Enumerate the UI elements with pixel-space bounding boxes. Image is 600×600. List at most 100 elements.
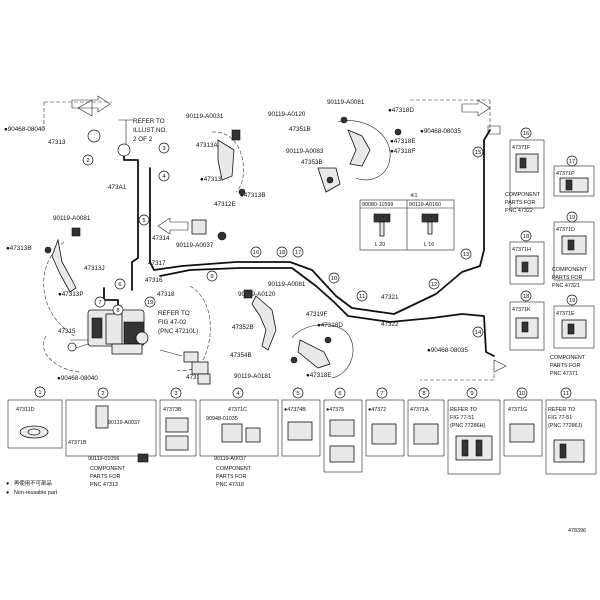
label-90119-A0081-a: 90119-A0081 bbox=[53, 215, 91, 222]
svg-text:10: 10 bbox=[331, 276, 337, 282]
svg-text:PARTS FOR: PARTS FOR bbox=[216, 474, 246, 480]
label-90119-A0081-b: 90119-A0081 bbox=[327, 99, 365, 106]
svg-text:PNC 47313: PNC 47313 bbox=[90, 482, 118, 488]
footer-code: 478396 bbox=[568, 528, 586, 534]
svg-text:19: 19 bbox=[569, 215, 575, 221]
svg-text:18: 18 bbox=[279, 250, 285, 256]
detail-47371P: 17 47371P bbox=[553, 155, 595, 197]
svg-text:PARTS FOR: PARTS FOR bbox=[552, 275, 582, 281]
svg-text:4: 4 bbox=[236, 391, 240, 397]
brake-pipe-routing bbox=[87, 119, 495, 357]
svg-text:90948-01035: 90948-01035 bbox=[206, 416, 238, 422]
callout-10: 10 bbox=[328, 272, 340, 284]
svg-text:90119-A0037: 90119-A0037 bbox=[108, 420, 140, 426]
callout-17: 17 bbox=[292, 246, 304, 258]
svg-text:5: 5 bbox=[296, 391, 299, 397]
refer-fig4702-line2: FIG 47-02 bbox=[158, 319, 187, 326]
svg-text:10: 10 bbox=[519, 391, 525, 397]
svg-text:5: 5 bbox=[142, 218, 145, 224]
legend-symbol-en: ● bbox=[6, 490, 9, 496]
label-47315: 47315 bbox=[58, 328, 76, 335]
label-47312E: 47312E bbox=[214, 201, 236, 208]
screw-spec-table: ※1 90080-11599 90119-A0160 L 20 L 16 bbox=[359, 193, 455, 251]
svg-text:COMPONENT: COMPONENT bbox=[90, 466, 126, 472]
label-90119-A0083: 90119-A0083 bbox=[286, 148, 324, 155]
label-90119-A0031: 90119-A0031 bbox=[186, 113, 224, 120]
svg-text:19: 19 bbox=[569, 298, 575, 304]
label-47318D-a: ●47318D bbox=[388, 107, 414, 114]
svg-text:15: 15 bbox=[475, 150, 481, 156]
label-47313P-b: ●47313P bbox=[58, 291, 84, 298]
label-47313J: 47313J bbox=[84, 265, 105, 272]
top-left-reference: REFER TO ILLUST NO. 2 OF 2 bbox=[43, 95, 167, 143]
svg-text:COMPONENT: COMPONENT bbox=[216, 466, 252, 472]
label-90119-A0120-a: 90119-A0120 bbox=[268, 111, 306, 118]
label-47313: 47313 bbox=[48, 139, 66, 146]
detail-47371F: 16 47371F COMPONENT PARTS FOR PNC 47322 bbox=[505, 127, 545, 214]
refer-illust-line2: ILLUST NO. bbox=[133, 127, 167, 134]
svg-text:47371H: 47371H bbox=[512, 247, 531, 253]
dash-loop-upper bbox=[211, 131, 244, 193]
svg-text:REFER TO: REFER TO bbox=[548, 407, 575, 413]
refer-illust-line1: REFER TO bbox=[133, 118, 165, 125]
svg-text:11: 11 bbox=[563, 391, 569, 397]
svg-text:(PNC 77286H): (PNC 77286H) bbox=[450, 423, 486, 429]
dash-loop-center bbox=[175, 285, 211, 371]
detail-47311D: 47311D bbox=[7, 386, 63, 449]
callout-15: 15 bbox=[472, 146, 484, 158]
svg-text:4: 4 bbox=[162, 174, 166, 180]
svg-text:47371B: 47371B bbox=[68, 440, 87, 446]
svg-text:7: 7 bbox=[98, 300, 101, 306]
right-detail-column: 16 47371F COMPONENT PARTS FOR PNC 47322 … bbox=[505, 127, 595, 377]
svg-text:47311D: 47311D bbox=[16, 407, 35, 413]
svg-text:(PNC 77286J): (PNC 77286J) bbox=[548, 423, 582, 429]
front-brake-hose-lower-right bbox=[290, 324, 354, 379]
svg-text:9: 9 bbox=[210, 274, 213, 280]
pipe-clip-47314 bbox=[157, 217, 227, 241]
top-right-reference bbox=[410, 99, 507, 381]
screw-table-header-1: 90080-11599 bbox=[362, 202, 393, 208]
svg-text:17: 17 bbox=[569, 159, 575, 165]
svg-text:16: 16 bbox=[253, 250, 259, 256]
label-473A1: 473A1 bbox=[108, 184, 127, 191]
detail-refer-77286J: 11 REFER TO FIG 77-51 (PNC 77286J) bbox=[545, 387, 597, 475]
label-47318F: ●47318F bbox=[390, 148, 415, 155]
svg-text:PARTS FOR: PARTS FOR bbox=[505, 200, 535, 206]
callout-12: 12 bbox=[428, 278, 440, 290]
detail-refer-77286H: 9 REFER TO FIG 77-51 (PNC 77286H) bbox=[447, 387, 501, 475]
svg-text:19: 19 bbox=[147, 300, 153, 306]
svg-text:2: 2 bbox=[101, 391, 104, 397]
callout-8: 8 bbox=[112, 304, 124, 316]
callout-6: 6 bbox=[114, 278, 126, 290]
svg-text:18: 18 bbox=[523, 294, 529, 300]
svg-text:●47375: ●47375 bbox=[326, 407, 344, 413]
svg-text:●47374B: ●47374B bbox=[284, 407, 306, 413]
svg-text:COMPONENT: COMPONENT bbox=[550, 355, 586, 361]
front-brake-hose-upper-right bbox=[317, 116, 402, 193]
label-47317: 47317 bbox=[148, 260, 166, 267]
detail-47371B: 2 90119-A0037 47371B 90119-01056 COMPONE… bbox=[65, 387, 157, 488]
legend: ● 再使用不可部品 ● Non-reusable part bbox=[6, 479, 58, 496]
label-90119-A0037-a: 90119-A0037 bbox=[176, 242, 214, 249]
label-90468-08040-bottom: ●90468-08040 bbox=[57, 375, 98, 382]
svg-text:PNC 47321: PNC 47321 bbox=[552, 283, 580, 289]
label-90468-08040-top: ●90468-08040 bbox=[4, 126, 45, 133]
label-90468-08035-b: ●90468-08035 bbox=[427, 347, 468, 354]
hose-bracket-center bbox=[243, 289, 277, 351]
svg-text:COMPONENT: COMPONENT bbox=[552, 267, 588, 273]
callout-11: 11 bbox=[356, 290, 368, 302]
hose-bracket-upper-left bbox=[44, 227, 81, 293]
callout-19: 19 bbox=[144, 296, 156, 308]
callout-5: 5 bbox=[138, 214, 150, 226]
label-47351B: 47351B bbox=[289, 126, 311, 133]
svg-text:47371D: 47371D bbox=[556, 227, 575, 233]
hose-bracket-upper bbox=[217, 129, 246, 196]
svg-text:14: 14 bbox=[475, 330, 482, 336]
callout-16: 16 bbox=[250, 246, 262, 258]
callout-3: 3 bbox=[158, 142, 170, 154]
label-47321: 47321 bbox=[381, 294, 399, 301]
svg-text:90119-A0037: 90119-A0037 bbox=[214, 456, 246, 462]
detail-47371K: 18 47371K bbox=[509, 290, 545, 351]
label-47313A: 47313A bbox=[196, 142, 219, 149]
callout-14: 14 bbox=[472, 326, 484, 338]
